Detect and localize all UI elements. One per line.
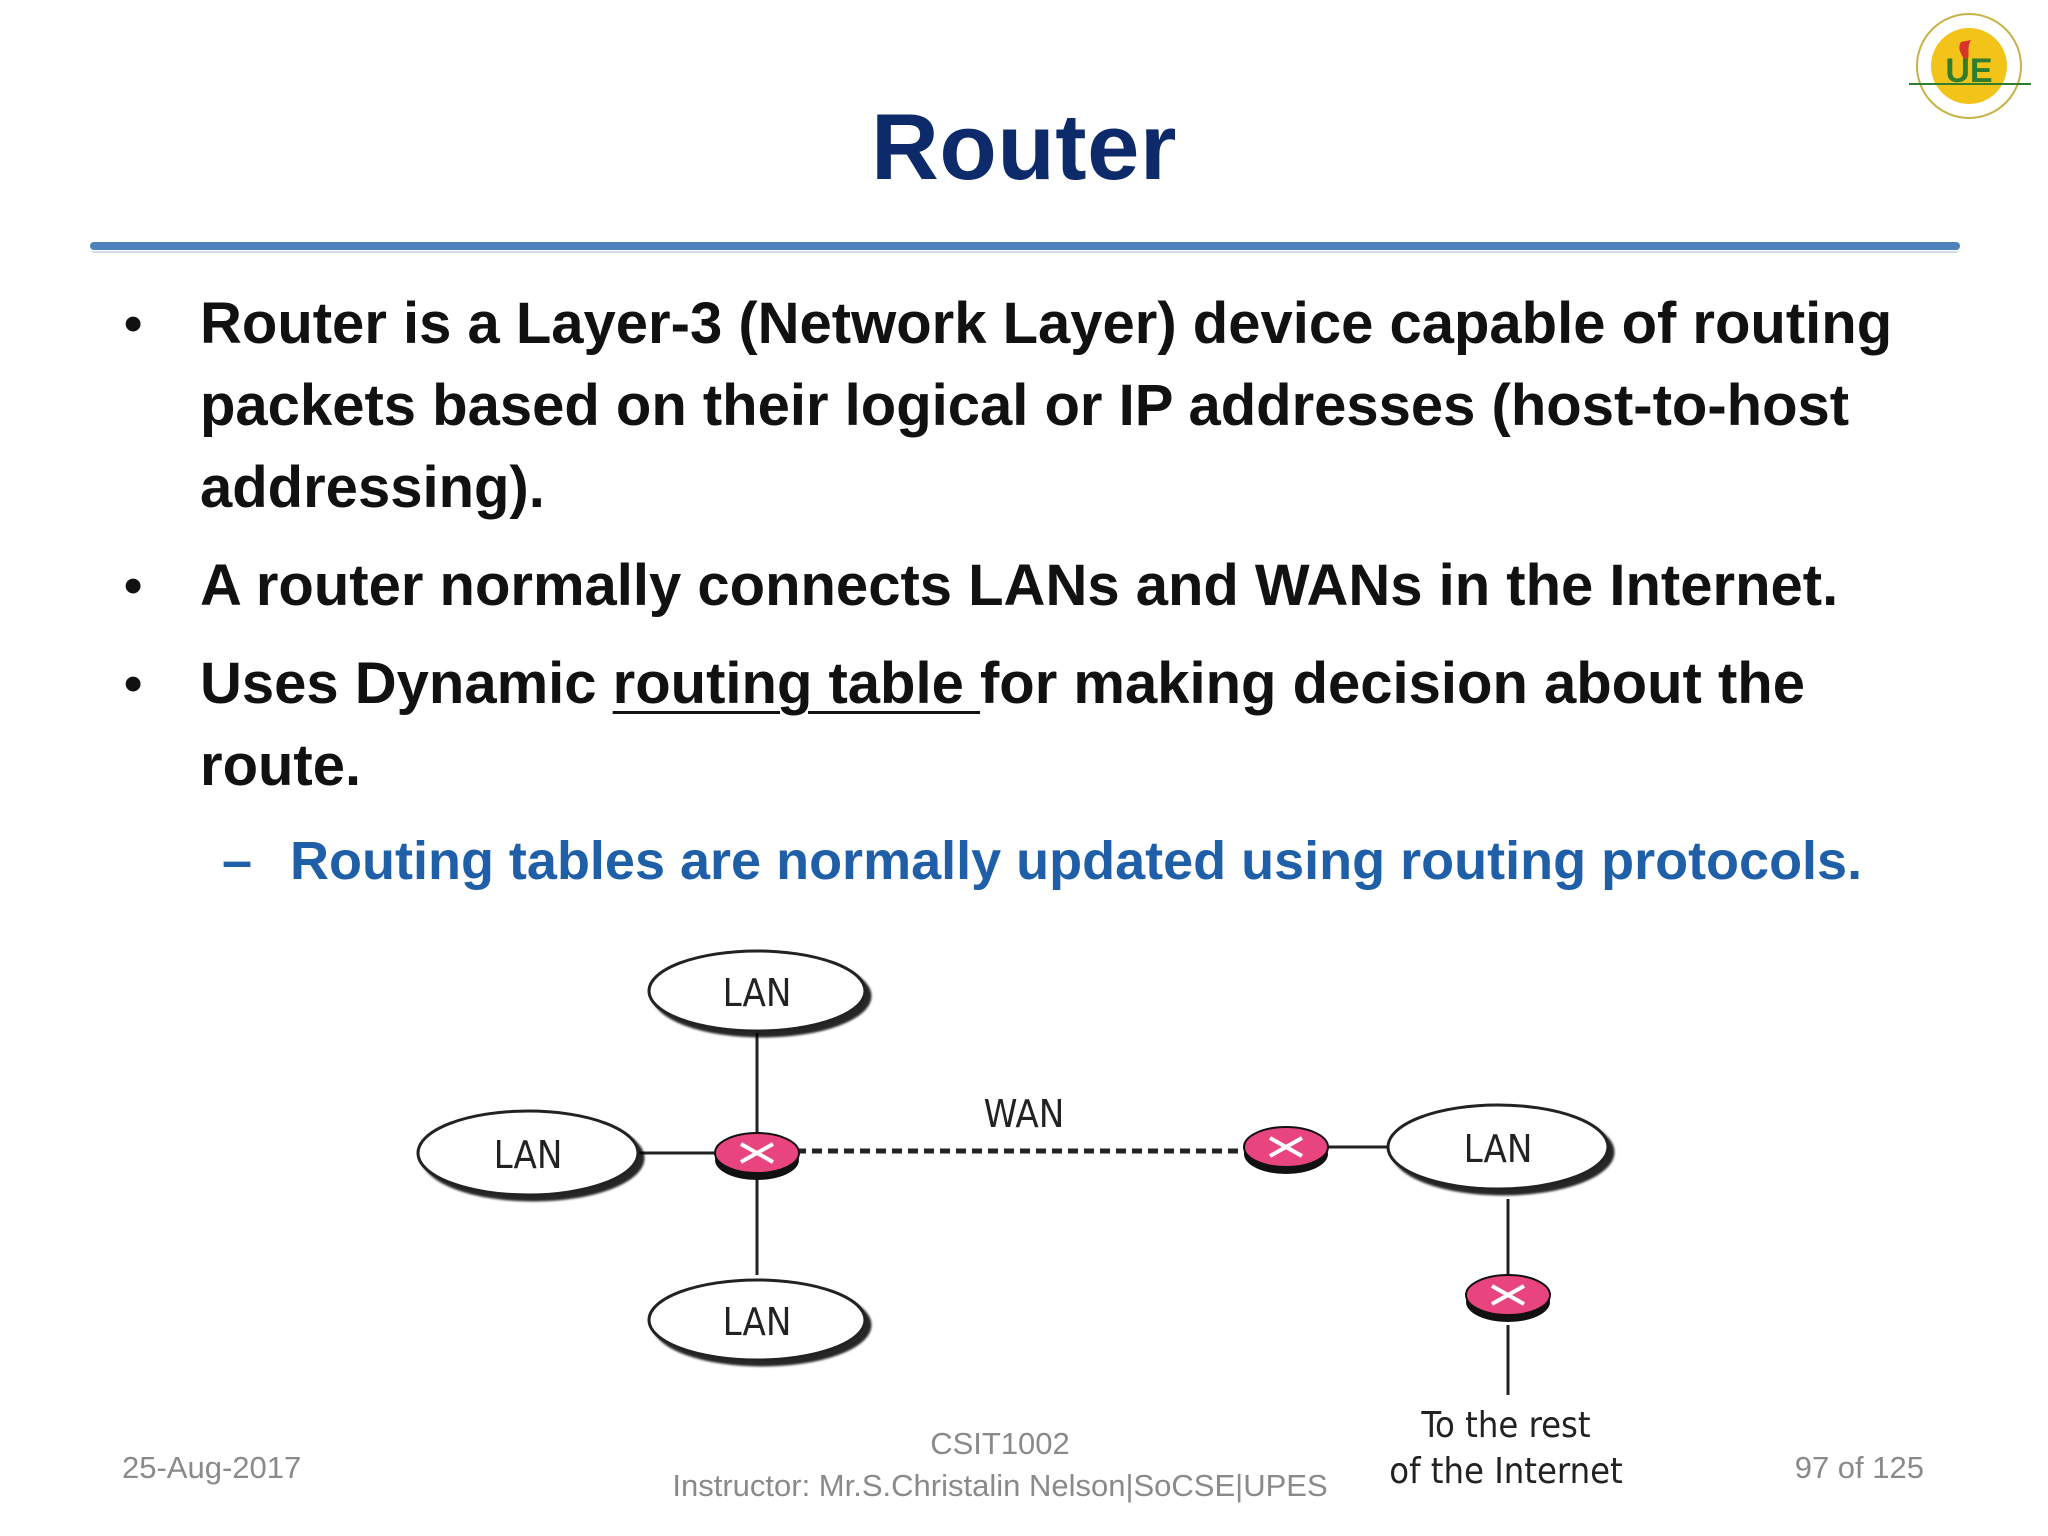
bullet-text: A router normally connects LANs and WANs… bbox=[200, 553, 1839, 618]
footer-page-number: 97 of 125 bbox=[1794, 1450, 1924, 1485]
lan-bottom-label: LAN bbox=[723, 1300, 792, 1344]
footer-instructor: Instructor: Mr.S.Christalin Nelson|SoCSE… bbox=[672, 1468, 1328, 1503]
slide-title: Router bbox=[871, 94, 1177, 199]
lan-top-label: LAN bbox=[723, 971, 792, 1015]
lan-left bbox=[416, 1109, 640, 1197]
lan-right bbox=[1386, 1103, 1610, 1191]
footer-date: 25-Aug-2017 bbox=[122, 1450, 302, 1485]
internet-label-line1: To the rest bbox=[1420, 1405, 1590, 1446]
lan-top bbox=[647, 949, 867, 1033]
sub-bullet-marker: – bbox=[222, 831, 253, 891]
bullet-list: • Router is a Layer-3 (Network Layer) de… bbox=[120, 283, 1950, 823]
title-divider-shadow bbox=[92, 251, 1958, 253]
lan-right-label: LAN bbox=[1464, 1127, 1533, 1171]
bullet-item: • Router is a Layer-3 (Network Layer) de… bbox=[120, 283, 1950, 529]
bullet-text: Router is a Layer-3 (Network Layer) devi… bbox=[200, 291, 1893, 520]
router-icon bbox=[1243, 1126, 1329, 1174]
bullet-text-end: for making decision about the route. bbox=[200, 651, 1805, 798]
lan-left-label: LAN bbox=[494, 1133, 563, 1177]
bullet-marker: • bbox=[124, 557, 143, 615]
university-seal-icon: UE bbox=[1909, 13, 2031, 119]
bullet-item: • Uses Dynamic routing table for making … bbox=[120, 643, 1950, 807]
wan-label: WAN bbox=[984, 1092, 1065, 1136]
internet-label-line2: of the Internet bbox=[1389, 1451, 1622, 1485]
title-divider bbox=[90, 242, 1960, 250]
underlined-term: routing table bbox=[612, 651, 980, 716]
sub-bullet: –Routing tables are normally updated usi… bbox=[222, 820, 1922, 902]
bullet-item: • A router normally connects LANs and WA… bbox=[120, 545, 1950, 627]
router-icon bbox=[714, 1132, 800, 1180]
footer-course: CSIT1002 bbox=[930, 1426, 1070, 1461]
router-icon bbox=[1465, 1274, 1551, 1322]
lan-bottom bbox=[647, 1278, 867, 1362]
sub-bullet-text: Routing tables are normally updated usin… bbox=[290, 831, 1863, 891]
network-diagram: LAN LAN LAN LAN WAN bbox=[416, 949, 1623, 1485]
bullet-marker: • bbox=[124, 295, 143, 353]
bullet-marker: • bbox=[124, 655, 143, 713]
bullet-text-start: Uses Dynamic bbox=[200, 651, 613, 716]
